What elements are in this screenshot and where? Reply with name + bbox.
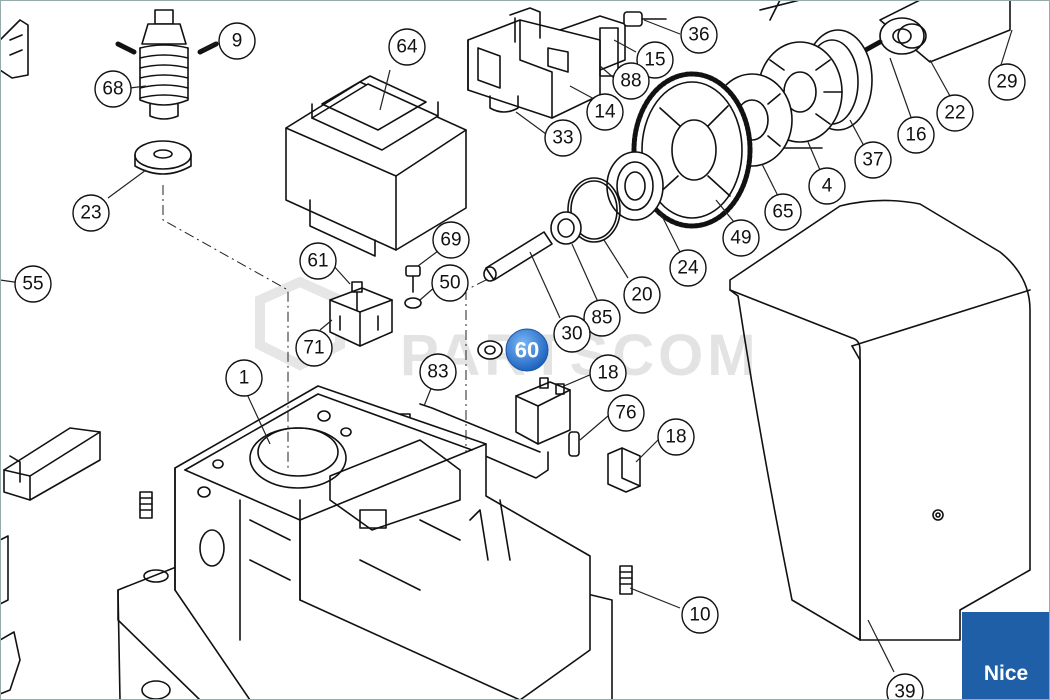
part-29-shaft [759,0,1011,63]
callout-9: 9 [218,22,256,60]
part-24-bearing [606,151,664,221]
part-23-washer [134,140,192,175]
highlighted-callout-60[interactable]: 60 [505,328,549,372]
svg-text:50: 50 [439,273,460,294]
svg-text:37: 37 [862,150,883,171]
svg-text:15: 15 [644,50,665,71]
svg-text:18: 18 [597,363,618,384]
svg-text:22: 22 [944,103,965,124]
alignment-lines [162,185,487,470]
part-36-screw [623,11,667,27]
part-49-gear [631,71,753,229]
svg-text:16: 16 [905,125,926,146]
svg-text:61: 61 [307,251,328,272]
svg-text:1: 1 [239,368,250,389]
part-1-base-housing [117,385,613,700]
callout-23: 23 [72,194,110,232]
part-edge-left [0,535,9,605]
callout-69: 69 [432,221,470,259]
callout-10: 10 [681,596,719,634]
callout-65: 65 [764,193,802,231]
callout-36: 36 [680,16,718,54]
svg-text:88: 88 [620,71,641,92]
part-22-bushing [897,23,927,49]
callout-20: 20 [623,276,661,314]
callout-1: 1 [225,359,263,397]
callout-88: 88 [612,62,650,100]
brand-logo: Nice [962,612,1050,700]
svg-text:55: 55 [22,274,43,295]
svg-text:36: 36 [688,25,709,46]
svg-text:69: 69 [440,230,461,251]
svg-text:18: 18 [665,427,686,448]
callout-29: 29 [988,63,1026,101]
svg-text:39: 39 [894,682,915,700]
callout-61: 61 [299,242,337,280]
callout-18-switch: 18 [589,354,627,392]
svg-text:30: 30 [561,324,582,345]
svg-text:68: 68 [102,79,123,100]
callout-39: 39 [886,673,924,700]
callout-18-clip: 18 [657,418,695,456]
svg-text:33: 33 [552,128,573,149]
callout-22: 22 [936,94,974,132]
part-10-grub-screw [619,565,633,595]
part-76-fuse [568,431,580,457]
callout-16: 16 [897,116,935,154]
callout-83: 83 [419,353,457,391]
svg-text:64: 64 [396,37,418,58]
callout-68: 68 [94,70,132,108]
svg-text:10: 10 [689,605,710,626]
part-68-worm [115,9,219,120]
part-69-screw [404,265,422,309]
svg-text:9: 9 [232,31,243,52]
svg-text:71: 71 [303,338,324,359]
svg-text:65: 65 [772,202,793,223]
callout-15: 15 [636,41,674,79]
part-85-ring [550,211,582,245]
part-18-clip [607,447,641,493]
part-20-o-ring [567,177,621,243]
part-edge-bracket [0,19,29,79]
callout-37: 37 [854,141,892,179]
highlighted-callout-label: 60 [515,338,539,363]
brand-logo-text: Nice [983,662,1029,685]
callout-24: 24 [669,249,707,287]
svg-text:23: 23 [80,203,101,224]
part-60-small-bearing [477,340,503,360]
callout-30: 30 [553,315,591,353]
callout-14: 14 [586,93,624,131]
callout-49: 49 [722,219,760,257]
svg-text:83: 83 [427,362,448,383]
callout-76: 76 [607,394,645,432]
callout-50: 50 [431,264,469,302]
svg-text:4: 4 [822,176,833,197]
part-18-switch [515,377,571,445]
callout-4: 4 [808,167,846,205]
part-30-pin [483,231,553,282]
callout-64: 64 [388,28,426,66]
svg-text:20: 20 [631,285,652,306]
svg-text:85: 85 [591,308,612,329]
leader-lines [0,19,1013,673]
svg-text:49: 49 [730,228,751,249]
svg-text:24: 24 [677,258,699,279]
part-64-transformer [285,75,467,257]
svg-text:76: 76 [615,403,636,424]
svg-text:14: 14 [594,102,616,123]
part-grub-screw-left [139,491,153,519]
callout-85: 85 [583,299,621,337]
part-side-block [3,427,101,501]
callout-labels: 9 68 64 36 15 88 14 33 29 22 16 37 4 65 … [14,16,1026,700]
callout-71: 71 [295,329,333,367]
part-71-rectifier [329,281,393,347]
callout-33: 33 [544,119,582,157]
callout-55: 55 [14,265,52,303]
svg-text:29: 29 [996,72,1017,93]
part-39-cover [729,199,1031,641]
